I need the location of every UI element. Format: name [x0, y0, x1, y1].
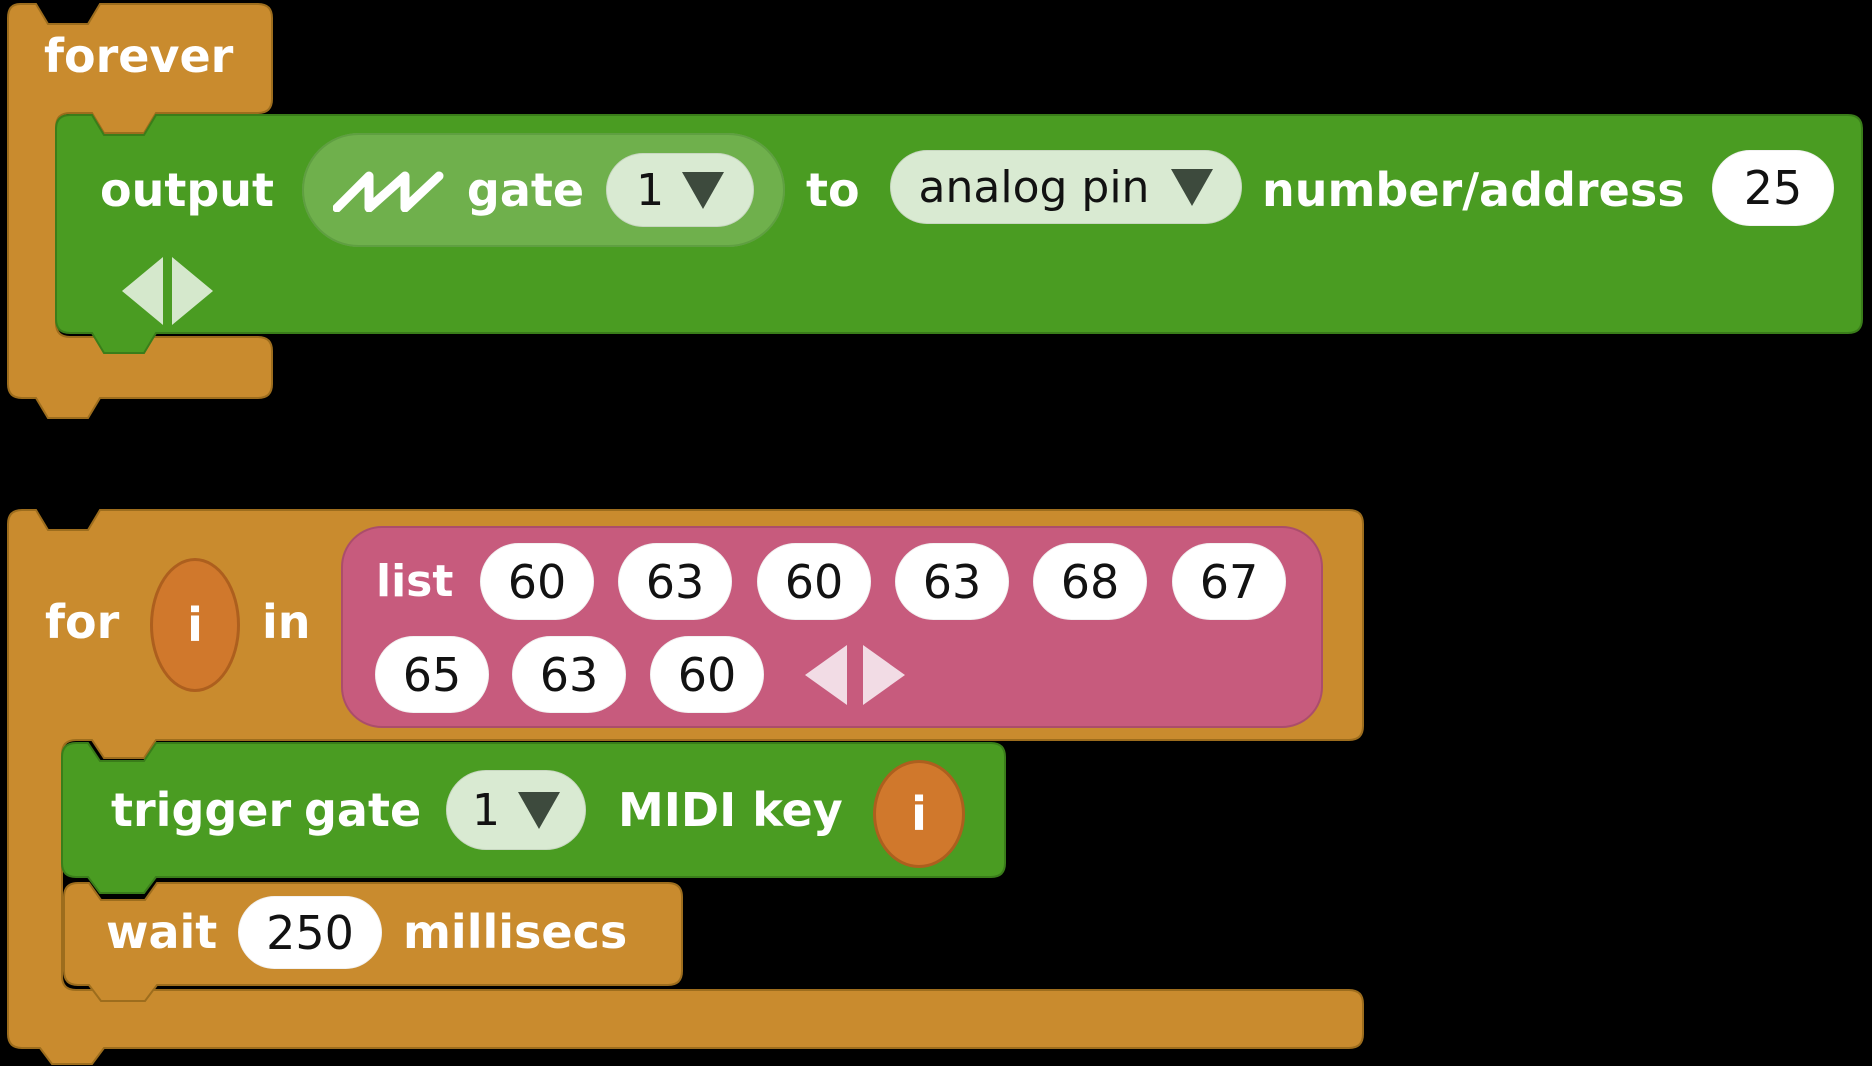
midi-key-label: MIDI key	[618, 783, 843, 837]
output-label: output	[100, 163, 275, 217]
wait-label: wait	[106, 905, 218, 959]
list-item-input[interactable]: 65	[375, 636, 489, 713]
expand-arrow-icon[interactable]	[863, 645, 905, 705]
gate-number-value: 1	[636, 164, 665, 216]
list-item-input[interactable]: 68	[1033, 543, 1147, 620]
for-label: for	[45, 595, 120, 649]
gate-label: gate	[466, 163, 585, 217]
in-label: in	[262, 595, 311, 649]
list-item-input[interactable]: 63	[895, 543, 1009, 620]
collapse-arrow-icon[interactable]	[805, 645, 847, 705]
forever-block[interactable]	[7, 3, 273, 419]
to-label: to	[806, 163, 860, 217]
loop-variable[interactable]: i	[150, 558, 240, 692]
address-value-input[interactable]: 25	[1712, 150, 1834, 226]
collapse-arrow-icon[interactable]	[122, 257, 163, 325]
list-item-input[interactable]: 63	[512, 636, 626, 713]
trigger-label: trigger	[111, 783, 292, 837]
pin-type-value: analog pin	[918, 161, 1150, 213]
chevron-down-icon	[518, 791, 560, 829]
forever-label: forever	[44, 29, 234, 83]
wave-gate-reporter[interactable]: gate 1	[302, 133, 785, 247]
list-item-input[interactable]: 60	[480, 543, 594, 620]
millisecs-label: millisecs	[403, 905, 628, 959]
chevron-down-icon	[1171, 168, 1214, 206]
trigger-gate-label: gate	[304, 783, 422, 837]
gate-number-dropdown[interactable]: 1	[606, 153, 755, 227]
chevron-down-icon	[682, 171, 725, 209]
pin-type-dropdown[interactable]: analog pin	[890, 150, 1242, 224]
trigger-gate-number-dropdown[interactable]: 1	[446, 770, 586, 850]
expand-arrow-icon[interactable]	[172, 257, 213, 325]
trigger-gate-number-value: 1	[472, 784, 500, 836]
wait-duration-input[interactable]: 250	[238, 896, 382, 969]
list-item-input[interactable]: 60	[757, 543, 871, 620]
list-label: list	[376, 555, 454, 607]
midi-key-variable[interactable]: i	[873, 760, 965, 868]
sawtooth-wave-icon	[332, 171, 444, 212]
number-address-label: number/address	[1262, 163, 1685, 217]
list-item-input[interactable]: 67	[1172, 543, 1286, 620]
list-item-input[interactable]: 63	[618, 543, 732, 620]
list-item-input[interactable]: 60	[650, 636, 764, 713]
